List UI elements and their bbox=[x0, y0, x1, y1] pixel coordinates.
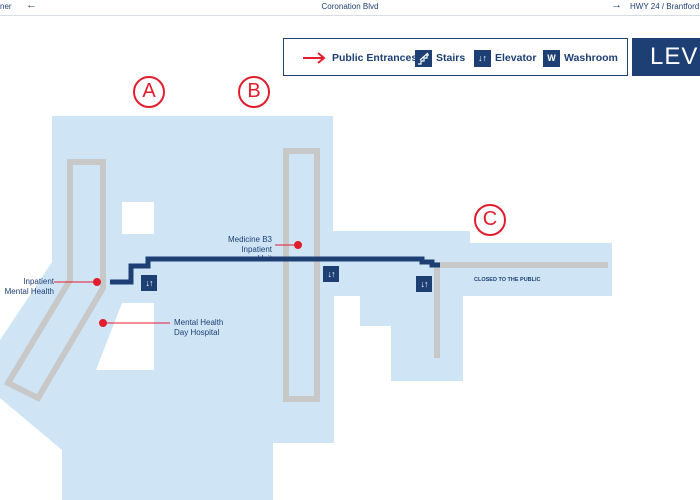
left-direction-label: ner bbox=[0, 2, 12, 11]
route-path bbox=[110, 256, 440, 285]
medicine-b3-label[interactable]: Medicine B3 Inpatient Unit bbox=[227, 235, 272, 263]
location-markers bbox=[54, 241, 302, 327]
arrow-left-icon: ← bbox=[26, 0, 37, 11]
courtyard-hole bbox=[96, 303, 154, 370]
courtyard-hole bbox=[122, 202, 154, 234]
mental-health-day-hospital-label[interactable]: Mental Health Day Hospital bbox=[174, 318, 224, 337]
elevator-icon: ↓↑ bbox=[474, 49, 491, 67]
zone-c-marker: C bbox=[474, 204, 506, 236]
inpatient-mental-health-label[interactable]: Inpatient Mental Health bbox=[4, 277, 54, 296]
legend-stairs-label: Stairs bbox=[436, 52, 466, 64]
stairs-icon bbox=[415, 49, 432, 67]
top-navigation-bar: ner ← Coronation Blvd → HWY 24 / Brantfo… bbox=[0, 0, 700, 16]
street-name: Coronation Blvd bbox=[321, 2, 379, 11]
entrance-arrow-icon bbox=[303, 52, 326, 64]
washroom-icon: W bbox=[543, 49, 560, 67]
legend-stairs: Stairs bbox=[415, 49, 465, 67]
zone-b-marker: B bbox=[238, 76, 270, 108]
right-direction-label: HWY 24 / Brantford D bbox=[630, 2, 700, 11]
closed-to-public-label: CLOSED TO THE PUBLIC bbox=[474, 277, 541, 283]
level-indicator: LEVEL bbox=[632, 38, 700, 76]
elevator-icon[interactable]: ↓↑ bbox=[416, 276, 432, 292]
elevator-icon[interactable]: ↓↑ bbox=[141, 275, 157, 291]
legend-washroom-label: Washroom bbox=[564, 52, 618, 64]
elevator-icon[interactable]: ↓↑ bbox=[323, 266, 339, 282]
zone-a-marker: A bbox=[133, 76, 165, 108]
arrow-right-icon: → bbox=[611, 0, 622, 11]
legend-elevator: ↓↑ Elevator bbox=[474, 49, 536, 67]
map-legend: Public Entrances Stairs ↓↑ Elevator W Wa… bbox=[283, 38, 628, 76]
legend-entrances-label: Public Entrances bbox=[332, 52, 418, 64]
legend-entrances: Public Entrances bbox=[302, 49, 417, 67]
legend-elevator-label: Elevator bbox=[495, 52, 537, 64]
legend-washroom: W Washroom bbox=[543, 49, 618, 67]
